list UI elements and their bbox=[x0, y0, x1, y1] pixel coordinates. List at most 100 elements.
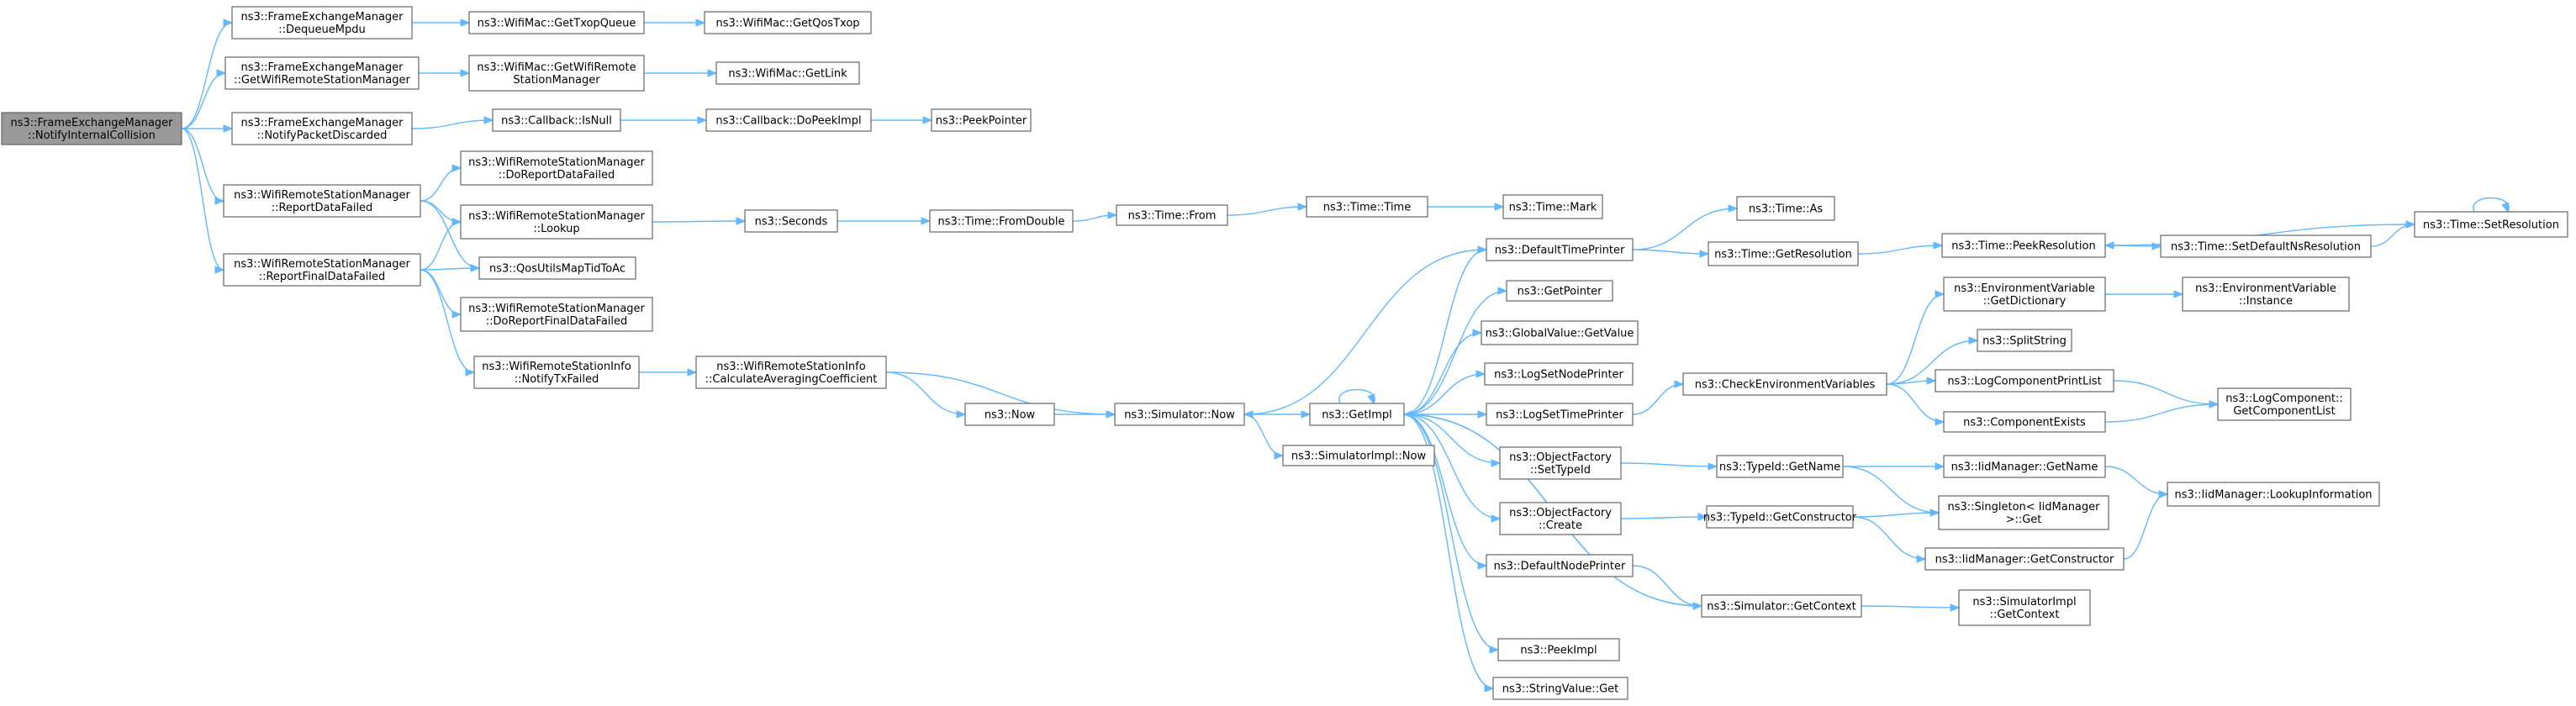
node-label: ns3::WifiRemoteStationManager bbox=[468, 210, 645, 223]
node-box bbox=[468, 55, 645, 92]
node-label: >::Get bbox=[2006, 514, 2042, 526]
edge-iid_getname-to-iid_lookupinfo bbox=[2104, 466, 2169, 498]
node-root[interactable]: ns3::FrameExchangeManager::NotifyInterna… bbox=[1, 112, 182, 145]
node-peekptr[interactable]: ns3::PeekPointer bbox=[931, 108, 1032, 132]
arrowhead bbox=[1491, 459, 1502, 467]
node-time_from[interactable]: ns3::Time::From bbox=[1116, 204, 1228, 226]
node-peekimpl[interactable]: ns3::PeekImpl bbox=[1497, 638, 1620, 661]
edge-wrsm_rfdf-to-wrsm_dorfdf bbox=[420, 269, 462, 319]
node-sim_getctx[interactable]: ns3::Simulator::GetContext bbox=[1701, 594, 1862, 618]
node-time_peekres[interactable]: ns3::Time::PeekResolution bbox=[1941, 233, 2106, 258]
node-fem_getwrsm[interactable]: ns3::FrameExchangeManager::GetWifiRemote… bbox=[224, 56, 420, 90]
node-time_fromdouble[interactable]: ns3::Time::FromDouble bbox=[929, 209, 1074, 233]
node-logsetnode[interactable]: ns3::LogSetNodePrinter bbox=[1484, 362, 1634, 386]
node-cb_isnull[interactable]: ns3::Callback::IsNull bbox=[492, 108, 621, 132]
node-of_settypeid[interactable]: ns3::ObjectFactory::SetTypeId bbox=[1499, 446, 1622, 480]
arrowhead bbox=[2173, 290, 2184, 298]
node-box bbox=[492, 108, 621, 132]
node-mac_getwrsm[interactable]: ns3::WifiMac::GetWifiRemoteStationManage… bbox=[468, 55, 645, 92]
node-env_getdict[interactable]: ns3::EnvironmentVariable::GetDictionary bbox=[1943, 277, 2106, 312]
arrowhead bbox=[1477, 561, 1488, 570]
node-box bbox=[460, 204, 653, 240]
node-box bbox=[1682, 372, 1887, 396]
node-box bbox=[2160, 234, 2372, 258]
node-gv_getvalue[interactable]: ns3::GlobalValue::GetValue bbox=[1481, 320, 1639, 345]
node-time_as[interactable]: ns3::Time::As bbox=[1736, 196, 1835, 221]
node-simimpl_getctx[interactable]: ns3::SimulatorImpl::GetContext bbox=[1958, 589, 2091, 626]
node-label: ns3::WifiRemoteStationManager bbox=[468, 303, 645, 315]
node-box bbox=[695, 356, 887, 389]
node-singleton_get[interactable]: ns3::Singleton< IidManager >::Get bbox=[1938, 495, 2109, 530]
node-box bbox=[1481, 320, 1639, 345]
node-wrsi_ntf[interactable]: ns3::WifiRemoteStationInfo::NotifyTxFail… bbox=[473, 356, 640, 389]
edge-of_create-to-typeid_getctor bbox=[1620, 513, 1708, 521]
node-mac_getqos[interactable]: ns3::WifiMac::GetQosTxop bbox=[704, 11, 872, 34]
node-comp_exists[interactable]: ns3::ComponentExists bbox=[1943, 411, 2106, 433]
node-mac_getlink[interactable]: ns3::WifiMac::GetLink bbox=[715, 61, 860, 85]
node-logsettime[interactable]: ns3::LogSetTimePrinter bbox=[1486, 403, 1634, 426]
node-wrsm_rdf[interactable]: ns3::WifiRemoteStationManager::ReportDat… bbox=[223, 184, 421, 218]
arrowhead bbox=[483, 116, 494, 124]
node-now[interactable]: ns3::Now bbox=[964, 403, 1055, 426]
node-seconds[interactable]: ns3::Seconds bbox=[744, 209, 838, 233]
node-time_getres[interactable]: ns3::Time::GetResolution bbox=[1708, 241, 1859, 266]
node-wrsm_dorfdf[interactable]: ns3::WifiRemoteStationManager::DoReportF… bbox=[460, 297, 653, 332]
node-qos_map[interactable]: ns3::QosUtilsMapTidToAc bbox=[478, 256, 636, 280]
arrowhead bbox=[1484, 684, 1495, 693]
node-time_setdef[interactable]: ns3::Time::SetDefaultNsResolution bbox=[2160, 234, 2372, 258]
node-label: ns3::Time::SetDefaultNsResolution bbox=[2171, 241, 2361, 254]
edge-wrsm_rfdf-to-qos_map bbox=[420, 264, 481, 272]
node-checkenv[interactable]: ns3::CheckEnvironmentVariables bbox=[1682, 372, 1887, 396]
node-splitstring[interactable]: ns3::SplitString bbox=[1977, 329, 2072, 352]
node-fem_dequeue[interactable]: ns3::FrameExchangeManager::DequeueMpdu bbox=[231, 6, 413, 40]
node-mac_gettxop[interactable]: ns3::WifiMac::GetTxopQueue bbox=[468, 11, 645, 34]
node-strval_get[interactable]: ns3::StringValue::Get bbox=[1492, 677, 1628, 700]
node-typeid_getname[interactable]: ns3::TypeId::GetName bbox=[1716, 455, 1844, 478]
node-logcomp_printlist[interactable]: ns3::LogComponentPrintList bbox=[1935, 369, 2114, 393]
edge-getimpl-to-getimpl bbox=[1338, 388, 1375, 405]
node-time_mark[interactable]: ns3::Time::Mark bbox=[1502, 194, 1603, 219]
node-label: ns3::EnvironmentVariable bbox=[2195, 282, 2336, 295]
node-box bbox=[1943, 411, 2106, 433]
arrowhead bbox=[1475, 370, 1486, 378]
node-wrsm_lookup[interactable]: ns3::WifiRemoteStationManager::Lookup bbox=[460, 204, 653, 240]
node-wrsm_rfdf[interactable]: ns3::WifiRemoteStationManager::ReportFin… bbox=[223, 253, 421, 287]
node-label: ns3::IidManager::LookupInformation bbox=[2174, 489, 2372, 502]
node-label: ns3::Time::GetResolution bbox=[1714, 249, 1852, 261]
node-box bbox=[1943, 455, 2106, 478]
edge-line bbox=[1632, 208, 1738, 250]
node-iid_lookupinfo[interactable]: ns3::IidManager::LookupInformation bbox=[2167, 482, 2380, 507]
edge-wrsm_rfdf-to-wrsm_lookup bbox=[420, 218, 462, 271]
edge-getimpl-to-of_create bbox=[1403, 414, 1502, 523]
node-wrsm_dordf[interactable]: ns3::WifiRemoteStationManager::DoReportD… bbox=[460, 150, 653, 186]
node-fem_notifypd[interactable]: ns3::FrameExchangeManager::NotifyPacketD… bbox=[231, 112, 413, 145]
node-wrsi_calc[interactable]: ns3::WifiRemoteStationInfo::CalculateAve… bbox=[695, 356, 887, 389]
node-simimpl_now[interactable]: ns3::SimulatorImpl::Now bbox=[1282, 445, 1435, 466]
node-time_setres[interactable]: ns3::Time::SetResolution bbox=[2414, 211, 2568, 238]
edge-line bbox=[181, 72, 226, 129]
node-label: ns3::QosUtilsMapTidToAc bbox=[489, 263, 626, 276]
node-label: ns3::DefaultNodePrinter bbox=[1494, 561, 1626, 573]
node-logcomp_getlist[interactable]: ns3::LogComponent::GetComponentList bbox=[2217, 387, 2352, 421]
node-of_create[interactable]: ns3::ObjectFactory::Create bbox=[1499, 502, 1622, 535]
node-label: ns3::Time::From bbox=[1128, 210, 1217, 223]
node-typeid_getctor[interactable]: ns3::TypeId::GetConstructor bbox=[1703, 505, 1857, 529]
node-sim_now[interactable]: ns3::Simulator::Now bbox=[1114, 403, 1245, 426]
arrowhead bbox=[1106, 410, 1116, 419]
node-box bbox=[1497, 638, 1620, 661]
edge-line bbox=[1861, 605, 1960, 609]
node-dtp[interactable]: ns3::DefaultTimePrinter bbox=[1486, 238, 1634, 261]
node-cb_dopeek[interactable]: ns3::Callback::DoPeekImpl bbox=[705, 108, 872, 132]
node-iid_getctor[interactable]: ns3::IidManager::GetConstructor bbox=[1924, 547, 2125, 571]
edge-logcomp_printlist-to-logcomp_getlist bbox=[2113, 380, 2220, 408]
node-time_time[interactable]: ns3::Time::Time bbox=[1306, 196, 1428, 218]
node-env_instance[interactable]: ns3::EnvironmentVariable::Instance bbox=[2182, 277, 2350, 312]
edge-line bbox=[1243, 249, 1487, 415]
node-getimpl[interactable]: ns3::GetImpl bbox=[1309, 403, 1405, 426]
node-label: ::DequeueMpdu bbox=[278, 24, 365, 36]
edge-line bbox=[1632, 565, 1702, 607]
node-dnp[interactable]: ns3::DefaultNodePrinter bbox=[1486, 554, 1634, 577]
node-iid_getname[interactable]: ns3::IidManager::GetName bbox=[1943, 455, 2106, 478]
node-getpointer[interactable]: ns3::GetPointer bbox=[1506, 280, 1613, 302]
node-label: ns3::Seconds bbox=[755, 216, 828, 229]
